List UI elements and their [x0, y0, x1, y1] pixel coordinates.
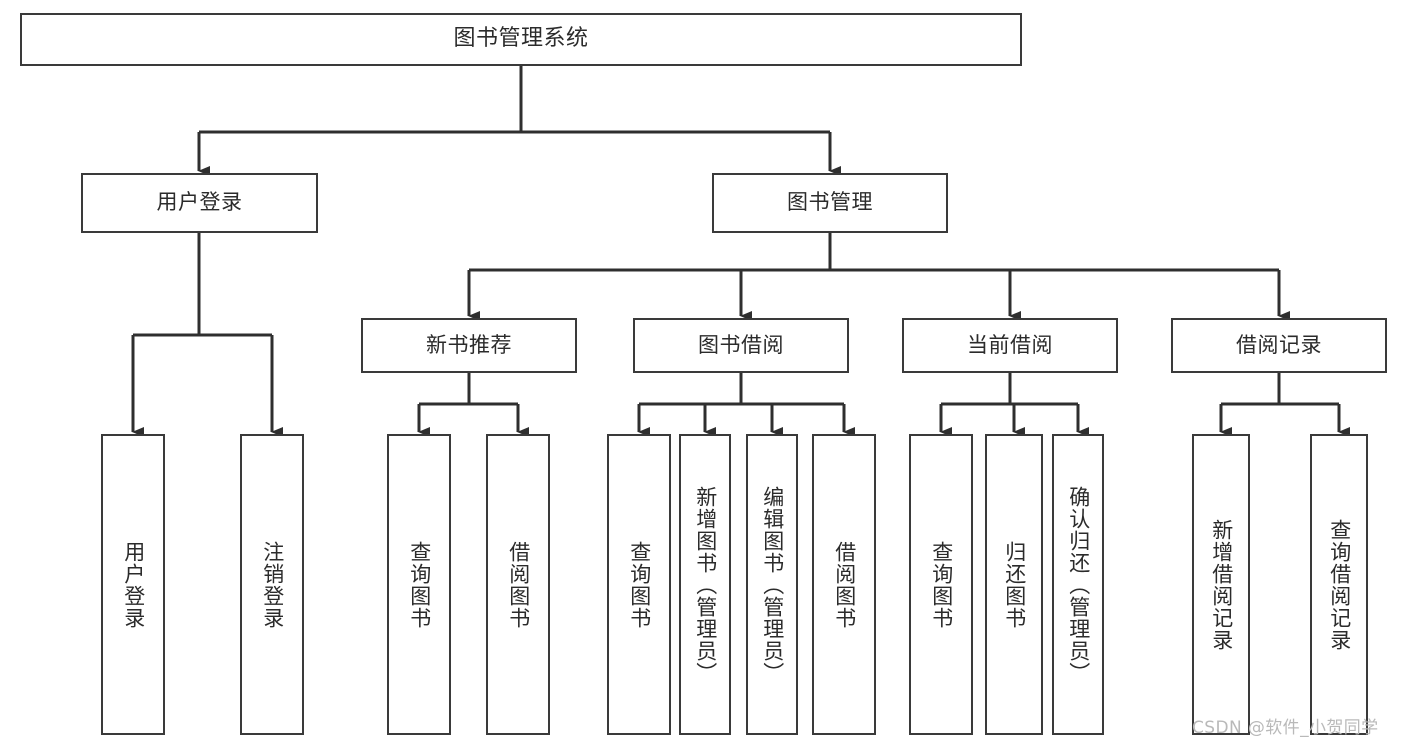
node-leaf-query-book-1[interactable]: 查询图书 — [387, 434, 451, 735]
node-label: 借阅图书 — [832, 540, 857, 629]
node-leaf-add-record[interactable]: 新增借阅记录 — [1192, 434, 1250, 735]
node-label: 用户登录 — [121, 540, 146, 629]
node-label: 查询图书 — [407, 540, 432, 629]
node-label: 借阅图书 — [506, 540, 531, 629]
node-label: 归还图书 — [1002, 540, 1027, 629]
node-leaf-query-book-2[interactable]: 查询图书 — [607, 434, 671, 735]
node-leaf-borrow-book-2[interactable]: 借阅图书 — [812, 434, 876, 735]
node-label: 当前借阅 — [967, 332, 1053, 357]
node-label: 注销登录 — [260, 540, 285, 629]
node-leaf-confirm-return[interactable]: 确认归还（管理员） — [1052, 434, 1104, 735]
node-label: 查询借阅记录 — [1327, 518, 1352, 651]
node-borrow-record[interactable]: 借阅记录 — [1171, 318, 1387, 373]
node-leaf-add-book[interactable]: 新增图书（管理员） — [679, 434, 731, 735]
node-label: 新增借阅记录 — [1209, 518, 1234, 651]
node-leaf-return-book[interactable]: 归还图书 — [985, 434, 1043, 735]
node-label: 图书借阅 — [698, 332, 784, 357]
node-book-borrow[interactable]: 图书借阅 — [633, 318, 849, 373]
node-label: 确认归还（管理员） — [1066, 485, 1091, 684]
node-book-manage[interactable]: 图书管理 — [712, 173, 948, 233]
node-label: 新增图书（管理员） — [693, 485, 718, 684]
node-user-login[interactable]: 用户登录 — [81, 173, 318, 233]
node-label: 编辑图书（管理员） — [760, 485, 785, 684]
node-leaf-edit-book[interactable]: 编辑图书（管理员） — [746, 434, 798, 735]
node-leaf-user-logout[interactable]: 注销登录 — [240, 434, 304, 735]
node-leaf-borrow-book-1[interactable]: 借阅图书 — [486, 434, 550, 735]
node-label: 用户登录 — [156, 190, 243, 215]
node-label: 查询图书 — [627, 540, 652, 629]
node-leaf-user-login[interactable]: 用户登录 — [101, 434, 165, 735]
node-label: 图书管理系统 — [453, 26, 589, 52]
node-leaf-query-record[interactable]: 查询借阅记录 — [1310, 434, 1368, 735]
node-new-book-rec[interactable]: 新书推荐 — [361, 318, 577, 373]
node-label: 图书管理 — [787, 190, 873, 215]
connector-group — [131, 66, 1350, 437]
node-current-borrow[interactable]: 当前借阅 — [902, 318, 1118, 373]
node-root[interactable]: 图书管理系统 — [20, 13, 1022, 66]
node-label: 新书推荐 — [426, 332, 512, 357]
node-leaf-query-book-3[interactable]: 查询图书 — [909, 434, 973, 735]
node-label: 查询图书 — [929, 540, 954, 629]
node-label: 借阅记录 — [1236, 332, 1322, 357]
